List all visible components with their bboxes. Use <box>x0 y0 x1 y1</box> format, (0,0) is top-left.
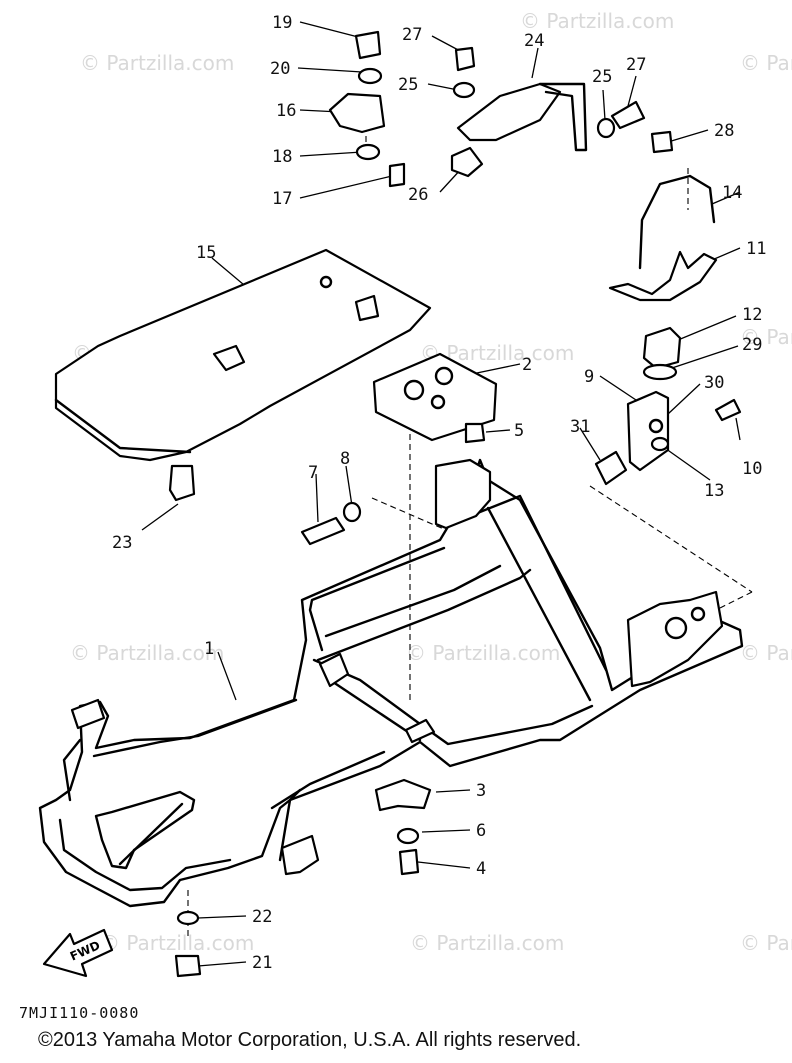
callout-22: 22 <box>252 907 272 927</box>
parts-24-27 <box>450 46 646 178</box>
callout-25: 25 <box>592 67 612 87</box>
callout-12: 12 <box>742 305 762 325</box>
callout-21: 21 <box>252 953 272 973</box>
watermark: © Partzilla.com <box>740 325 792 349</box>
parts-9-10-13-30-31 <box>594 390 742 486</box>
parts-3-4-6-7-8-21-22 <box>174 501 432 978</box>
watermark: © Partzilla.com <box>70 641 224 665</box>
callout-8: 8 <box>340 449 350 469</box>
callout-23: 23 <box>112 533 132 553</box>
callout-26: 26 <box>408 185 428 205</box>
callout-17: 17 <box>272 189 292 209</box>
frame-part-1 <box>38 458 744 908</box>
callout-13: 13 <box>704 481 724 501</box>
callout-1: 1 <box>204 639 214 659</box>
watermark: © Partzilla.com <box>740 51 792 75</box>
callout-28: 28 <box>714 121 734 141</box>
callout-18: 18 <box>272 147 292 167</box>
callout-3: 3 <box>476 781 486 801</box>
parts-11-14-28 <box>608 130 718 381</box>
watermark: © Partzilla.com <box>80 51 234 75</box>
callout-11: 11 <box>746 239 766 259</box>
callout-30: 30 <box>704 373 724 393</box>
bracket-part-2 <box>372 352 498 444</box>
callout-31: 31 <box>570 417 590 437</box>
diagram-code: 7MJI110-0080 <box>19 1004 140 1022</box>
callout-9: 9 <box>584 367 594 387</box>
assembly-lines <box>187 100 753 940</box>
callout-27: 27 <box>402 25 422 45</box>
watermark: © Partzilla.com <box>740 641 792 665</box>
callout-29: 29 <box>742 335 762 355</box>
callout-27: 27 <box>626 55 646 75</box>
callout-2: 2 <box>522 355 532 375</box>
watermark: © Partzilla.com <box>740 931 792 955</box>
callout-6: 6 <box>476 821 486 841</box>
callout-24: 24 <box>524 31 544 51</box>
watermark: © Partzilla.com <box>100 931 254 955</box>
copyright-notice: ©2013 Yamaha Motor Corporation, U.S.A. A… <box>38 1029 582 1051</box>
fwd-arrow-icon: FWD <box>42 928 114 978</box>
callout-7: 7 <box>308 463 318 483</box>
watermark: © Partzilla.com <box>520 9 674 33</box>
callout-4: 4 <box>476 859 486 879</box>
plate-part-15 <box>54 248 432 502</box>
callout-20: 20 <box>270 59 290 79</box>
callout-19: 19 <box>272 13 292 33</box>
callout-14: 14 <box>722 183 742 203</box>
callout-5: 5 <box>514 421 524 441</box>
watermark: © Partzilla.com <box>406 641 560 665</box>
callout-16: 16 <box>276 101 296 121</box>
parts-16-20 <box>328 30 406 188</box>
callout-25: 25 <box>398 75 418 95</box>
watermark: © Partzilla.com <box>410 931 564 955</box>
callout-15: 15 <box>196 243 216 263</box>
callout-10: 10 <box>742 459 762 479</box>
